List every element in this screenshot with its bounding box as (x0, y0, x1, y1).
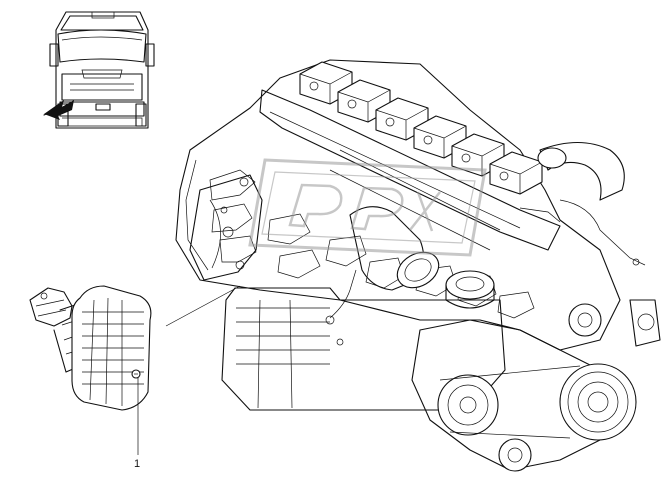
watermark-logo (248, 158, 487, 257)
part-1-component (29, 285, 152, 411)
engine-assembly-drawing (175, 59, 661, 472)
truck-front-locator-icon (49, 11, 155, 129)
callout-number-1: 1 (134, 458, 141, 470)
locator-arrow-icon (43, 100, 74, 120)
callout-leader-lines (137, 285, 241, 455)
